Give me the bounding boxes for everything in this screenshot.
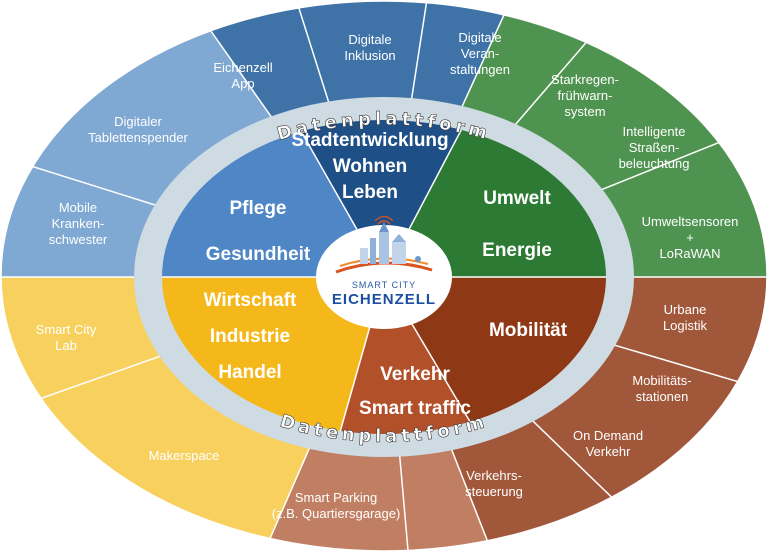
- label-line: Wirtschaft: [204, 290, 297, 311]
- label-line: Leben: [342, 182, 398, 203]
- label-line: Smart traffic: [359, 398, 471, 419]
- label-line: Umwelt: [483, 188, 551, 209]
- label-parking: Smart Parking(z.B. Quartiersgarage): [272, 490, 401, 521]
- label-line: Mobilität: [489, 320, 568, 341]
- label-line: Eichenzell: [213, 60, 272, 75]
- label-line: Verkehr: [586, 444, 631, 459]
- label-line: Straßen-: [629, 140, 680, 155]
- label-line: Stadtentwicklung: [291, 130, 448, 151]
- label-line: Starkregen-: [551, 72, 619, 87]
- label-line: Handel: [218, 362, 281, 383]
- label-line: Industrie: [210, 326, 290, 347]
- label-line: App: [231, 76, 254, 91]
- label-line: system: [564, 104, 605, 119]
- label-line: Pflege: [229, 198, 286, 219]
- label-line: staltungen: [450, 62, 510, 77]
- label-line: Mobile: [59, 200, 97, 215]
- label-line: Lab: [55, 338, 77, 353]
- label-line: Energie: [482, 240, 552, 261]
- label-line: Umweltsensoren: [642, 214, 739, 229]
- label-line: stationen: [636, 389, 689, 404]
- label-line: Digitale: [348, 32, 391, 47]
- label-line: Smart Parking: [295, 490, 377, 505]
- label-line: Smart City: [36, 322, 97, 337]
- label-line: Makerspace: [149, 448, 220, 463]
- label-line: Kranken-: [52, 216, 105, 231]
- label-line: Verkehr: [380, 364, 450, 385]
- label-rain-warning: Starkregen-frühwarn-system: [551, 72, 619, 119]
- label-line: Veran-: [461, 46, 499, 61]
- segment-city: [215, 120, 540, 277]
- label-line: Tablettenspender: [88, 130, 188, 145]
- label-line: Urbane: [664, 302, 707, 317]
- label-line: steuerung: [465, 484, 523, 499]
- label-line: +: [686, 230, 694, 245]
- logo-line2: EICHENZELL: [332, 291, 436, 308]
- label-line: Digitale: [458, 30, 501, 45]
- logo-background: [316, 225, 452, 329]
- label-line: On Demand: [573, 428, 643, 443]
- label-line: beleuchtung: [619, 156, 690, 171]
- label-line: Logistik: [663, 318, 708, 333]
- label-line: Verkehrs-: [466, 468, 522, 483]
- label-stations: Mobilitäts-stationen: [632, 373, 691, 404]
- logo: SMART CITY EICHENZELL: [316, 215, 452, 329]
- label-line: Wohnen: [333, 156, 408, 177]
- label-line: schwester: [49, 232, 108, 247]
- label-makerspace: Makerspace: [149, 448, 220, 463]
- label-line: Intelligente: [623, 124, 686, 139]
- label-line: LoRaWAN: [660, 246, 721, 261]
- label-line: (z.B. Quartiersgarage): [272, 506, 401, 521]
- castle-icon: [335, 215, 433, 274]
- logo-line1: SMART CITY: [352, 280, 416, 290]
- label-mobility: Mobilität: [489, 320, 568, 341]
- label-traffic-control: Verkehrs-steuerung: [465, 468, 523, 499]
- label-line: Mobilitäts-: [632, 373, 691, 388]
- label-line: frühwarn-: [558, 88, 613, 103]
- label-line: Gesundheit: [206, 244, 311, 265]
- label-line: Digitaler: [114, 114, 162, 129]
- segment-traffic: [300, 277, 560, 434]
- label-sensors: Umweltsensoren+LoRaWAN: [642, 214, 739, 261]
- label-line: Inklusion: [344, 48, 395, 63]
